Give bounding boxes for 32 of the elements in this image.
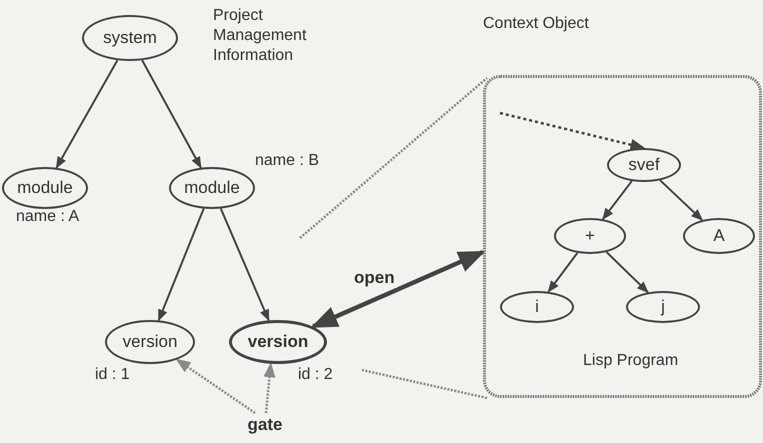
ellipse-node: version (105, 320, 195, 364)
zoom-line (362, 368, 488, 400)
zoom-line (299, 77, 488, 239)
ellipse-node: module (2, 167, 88, 209)
arrow (56, 60, 118, 169)
arrow (606, 251, 649, 294)
gate-label: gate (243, 414, 287, 436)
attribute-label: id : 2 (298, 366, 333, 384)
arrow (659, 180, 704, 221)
arrow (548, 252, 578, 293)
ellipse-node: j (626, 291, 700, 323)
ellipse-node: + (554, 218, 626, 254)
note-text: Project Management Information (213, 6, 308, 66)
ellipse-node: A (683, 218, 755, 254)
ellipse-node: module (169, 167, 255, 209)
arrow (158, 208, 205, 322)
attribute-label: name : A (16, 208, 80, 226)
ellipse-node: svef (607, 148, 681, 182)
arrow (602, 180, 633, 220)
arrow (220, 208, 270, 322)
arrow (141, 60, 202, 169)
arrow (500, 112, 646, 151)
arrow (310, 250, 486, 329)
ellipse-node: i (500, 291, 574, 323)
arrow (263, 362, 276, 414)
frame-caption: Lisp Program (583, 352, 678, 370)
highlighted-ellipse-node: version (229, 320, 327, 364)
frame-title: Context Object (483, 15, 589, 33)
attribute-label: id : 1 (95, 366, 130, 384)
arrow (176, 358, 256, 414)
ellipse-node: system (82, 15, 178, 61)
attribute-label: name : B (255, 152, 320, 170)
